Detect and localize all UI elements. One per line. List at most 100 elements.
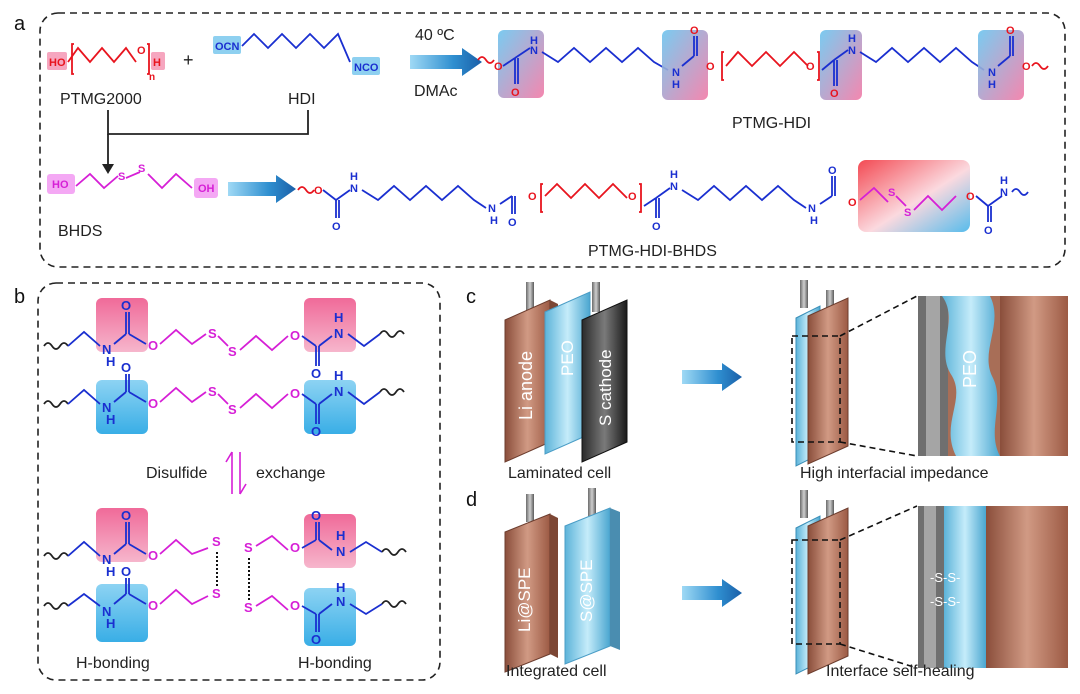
atom-o: O (290, 328, 300, 343)
atom-o: O (311, 424, 321, 439)
disulfide-exchange-arrows (225, 451, 247, 495)
atom-h: H (336, 580, 345, 595)
atom-n: N (336, 594, 345, 609)
panel-b-label: b (14, 286, 25, 308)
arrow-d (682, 579, 742, 607)
zoom-d (918, 506, 1068, 668)
atom-h: H (336, 528, 345, 543)
connector-arrowhead (102, 164, 114, 174)
hdi-ocn-text: OCN (215, 41, 240, 53)
bhds-ho-text: HO (52, 179, 69, 191)
laminated-assembled-cell (791, 280, 918, 467)
impedance-caption: High interfacial impedance (800, 465, 989, 482)
atom-o: O (984, 225, 993, 237)
atom-o: O (121, 564, 131, 579)
atom-n: N (334, 384, 343, 399)
atom-s: S (212, 586, 221, 601)
atom-n: N (102, 552, 111, 567)
zoom-c (918, 296, 1068, 456)
atom-h: H (848, 33, 856, 45)
panel-b-border (37, 282, 441, 681)
bhds-s2: S (138, 163, 145, 175)
condition-solvent: DMAc (414, 83, 458, 100)
atom-n: N (670, 181, 678, 193)
plus-sign: + (183, 50, 194, 70)
atom-o: O (1006, 25, 1015, 37)
atom-n: N (102, 342, 111, 357)
atom-o: O (494, 61, 503, 73)
atom-o: O (290, 540, 300, 555)
atom-h: H (490, 215, 498, 227)
integrated-cell-caption: Integrated cell (506, 663, 607, 680)
reaction-arrow-2 (228, 175, 296, 203)
b-chain-top-2: N H O O S S O O H N (43, 360, 405, 439)
atom-n: N (1000, 187, 1008, 199)
ptmg-h-text: H (153, 57, 161, 69)
ptmg-hdi-bhds-label: PTMG-HDI-BHDS (588, 243, 717, 260)
arrow-c (682, 363, 742, 391)
atom-o: O (1022, 61, 1031, 73)
zoom-ss-line1: -S-S- (930, 570, 960, 585)
hbond-label-left: H-bonding (76, 655, 150, 672)
panel-a-label: a (14, 13, 26, 35)
atom-h: H (350, 171, 358, 183)
b-chain-top-1: N H O O S S O O H N (43, 298, 405, 381)
atom-o: O (966, 191, 975, 203)
b-chain-bottom-1: N H O O S S O O H N (43, 508, 407, 579)
atom-h: H (988, 79, 996, 91)
ptmg-structure: HO O H n (47, 43, 165, 83)
atom-h: H (334, 368, 343, 383)
ptmg-hdi-label: PTMG-HDI (732, 115, 811, 132)
layer-s-spe-text: S@SPE (577, 559, 596, 622)
atom-s: S (212, 534, 221, 549)
layer-peo-text: PEO (558, 340, 577, 376)
atom-s: S (244, 600, 253, 615)
hdi-nco-text: NCO (354, 62, 379, 74)
atom-o: O (311, 632, 321, 647)
panel-c-label: c (466, 286, 476, 308)
atom-h: H (334, 310, 343, 325)
atom-n: N (672, 67, 680, 79)
layer-li-spe-text: Li@SPE (515, 567, 534, 632)
ptmg-hdi-structure: O O H N N H O O O O H N N H O (477, 25, 1049, 100)
ptmg-n-text: n (149, 72, 155, 83)
atom-o: O (332, 221, 341, 233)
exchange-label-right: exchange (256, 465, 325, 482)
atom-n: N (102, 604, 111, 619)
atom-o: O (828, 165, 837, 177)
atom-o: O (848, 197, 857, 209)
disulfide-highlight (858, 160, 970, 232)
atom-h: H (1000, 175, 1008, 187)
integrated-assembled-cell (791, 490, 918, 675)
atom-n: N (334, 326, 343, 341)
layer-anode-text: Li anode (516, 351, 536, 420)
atom-o: O (806, 61, 815, 73)
atom-h: H (670, 169, 678, 181)
bhds-s1: S (118, 171, 125, 183)
atom-o: O (148, 548, 158, 563)
hdi-structure: OCN NCO (213, 32, 380, 75)
atom-n: N (530, 45, 538, 57)
atom-h: H (530, 35, 538, 47)
layer-cathode-text: S cathode (596, 349, 615, 426)
ptmg-ho-highlight (47, 52, 67, 70)
atom-s: S (888, 187, 895, 199)
atom-o: O (148, 396, 158, 411)
atom-n: N (988, 67, 996, 79)
atom-h: H (106, 354, 115, 369)
atom-s: S (244, 540, 253, 555)
atom-h: H (672, 79, 680, 91)
atom-o: O (121, 360, 131, 375)
laminated-cell-caption: Laminated cell (508, 465, 611, 482)
ptmg-ho-text: HO (49, 57, 66, 69)
laminated-cell-illustration (504, 282, 628, 463)
atom-o: O (690, 25, 699, 37)
atom-o: O (511, 87, 520, 99)
atom-o: O (628, 191, 637, 203)
hdi-label: HDI (288, 91, 316, 108)
atom-n: N (848, 45, 856, 57)
atom-s: S (208, 326, 217, 341)
panel-d-label: d (466, 489, 477, 511)
